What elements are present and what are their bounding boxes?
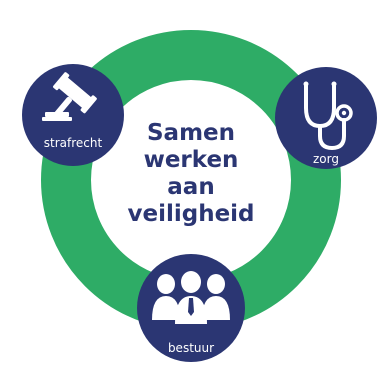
node-strafrecht-circle — [22, 64, 124, 166]
node-strafrecht-label: strafrecht — [44, 136, 103, 150]
node-strafrecht: strafrecht — [22, 64, 124, 166]
people-group-icon — [152, 271, 230, 324]
center-line-4: veiligheid — [127, 201, 254, 227]
node-bestuur-label: bestuur — [168, 341, 214, 355]
center-line-3: aan — [167, 174, 214, 200]
center-line-1: Samen — [147, 120, 235, 146]
center-line-2: werken — [144, 147, 239, 173]
node-zorg-circle — [275, 67, 377, 169]
node-zorg-label: zorg — [313, 152, 339, 166]
node-zorg: zorg — [275, 67, 377, 169]
center-title: Samen werken aan veiligheid — [127, 120, 254, 227]
gavel-icon — [42, 72, 97, 121]
stethoscope-icon — [303, 81, 353, 151]
node-bestuur: bestuur — [137, 254, 245, 362]
